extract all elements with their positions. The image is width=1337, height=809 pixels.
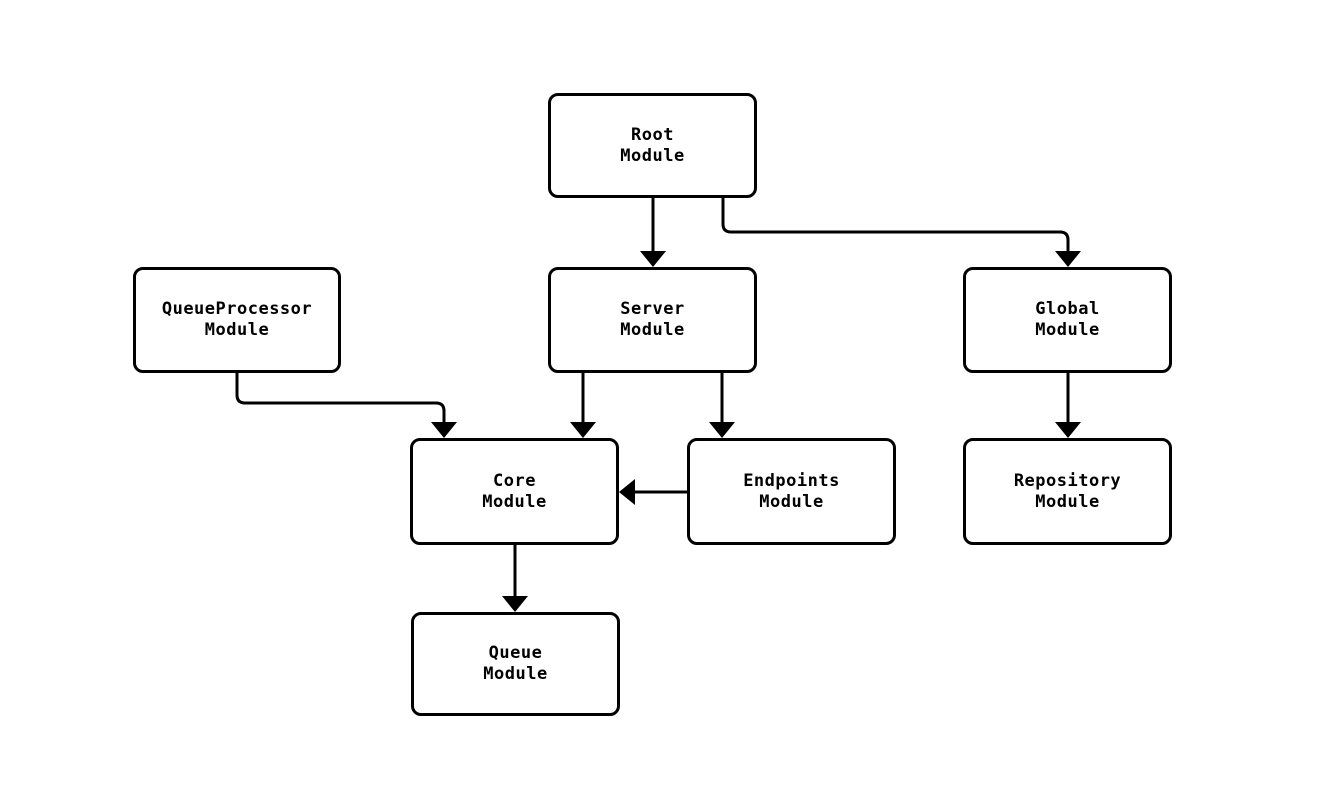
edge-queueprocessor-to-core xyxy=(235,373,446,422)
arrowhead-root-to-server xyxy=(640,251,666,267)
node-label-line: QueueProcessor xyxy=(161,299,313,319)
arrowhead-core-to-queue xyxy=(502,596,528,612)
arrowhead-endpoints-to-core xyxy=(619,479,635,505)
node-label-line: Server xyxy=(620,299,685,319)
arrowhead-root-to-global xyxy=(1055,251,1081,267)
node-label-line: Core xyxy=(493,470,536,491)
node-label-line: Module xyxy=(1035,320,1100,340)
node-label-line: Module xyxy=(482,491,547,512)
arrowhead-server-to-core xyxy=(570,422,596,438)
node-label-line: Repository xyxy=(1013,470,1122,491)
node-label-line: Module xyxy=(759,491,824,512)
node-label-line: Endpoints xyxy=(743,470,840,491)
arrowhead-queueprocessor-to-core xyxy=(431,422,457,438)
arrowhead-global-to-repository xyxy=(1055,422,1081,438)
arrowhead-server-to-endpoints xyxy=(709,422,735,438)
node-label-line: Root xyxy=(631,124,674,145)
edge-root-to-global xyxy=(721,198,1070,251)
node-label-line: Module xyxy=(204,320,270,340)
node-label-line: Module xyxy=(620,145,685,166)
node-label-line: Module xyxy=(483,664,548,684)
node-label-line: Module xyxy=(620,320,685,340)
node-label-line: Module xyxy=(1035,491,1100,512)
node-label-line: Global xyxy=(1035,299,1100,319)
node-label-line: Queue xyxy=(488,643,543,663)
